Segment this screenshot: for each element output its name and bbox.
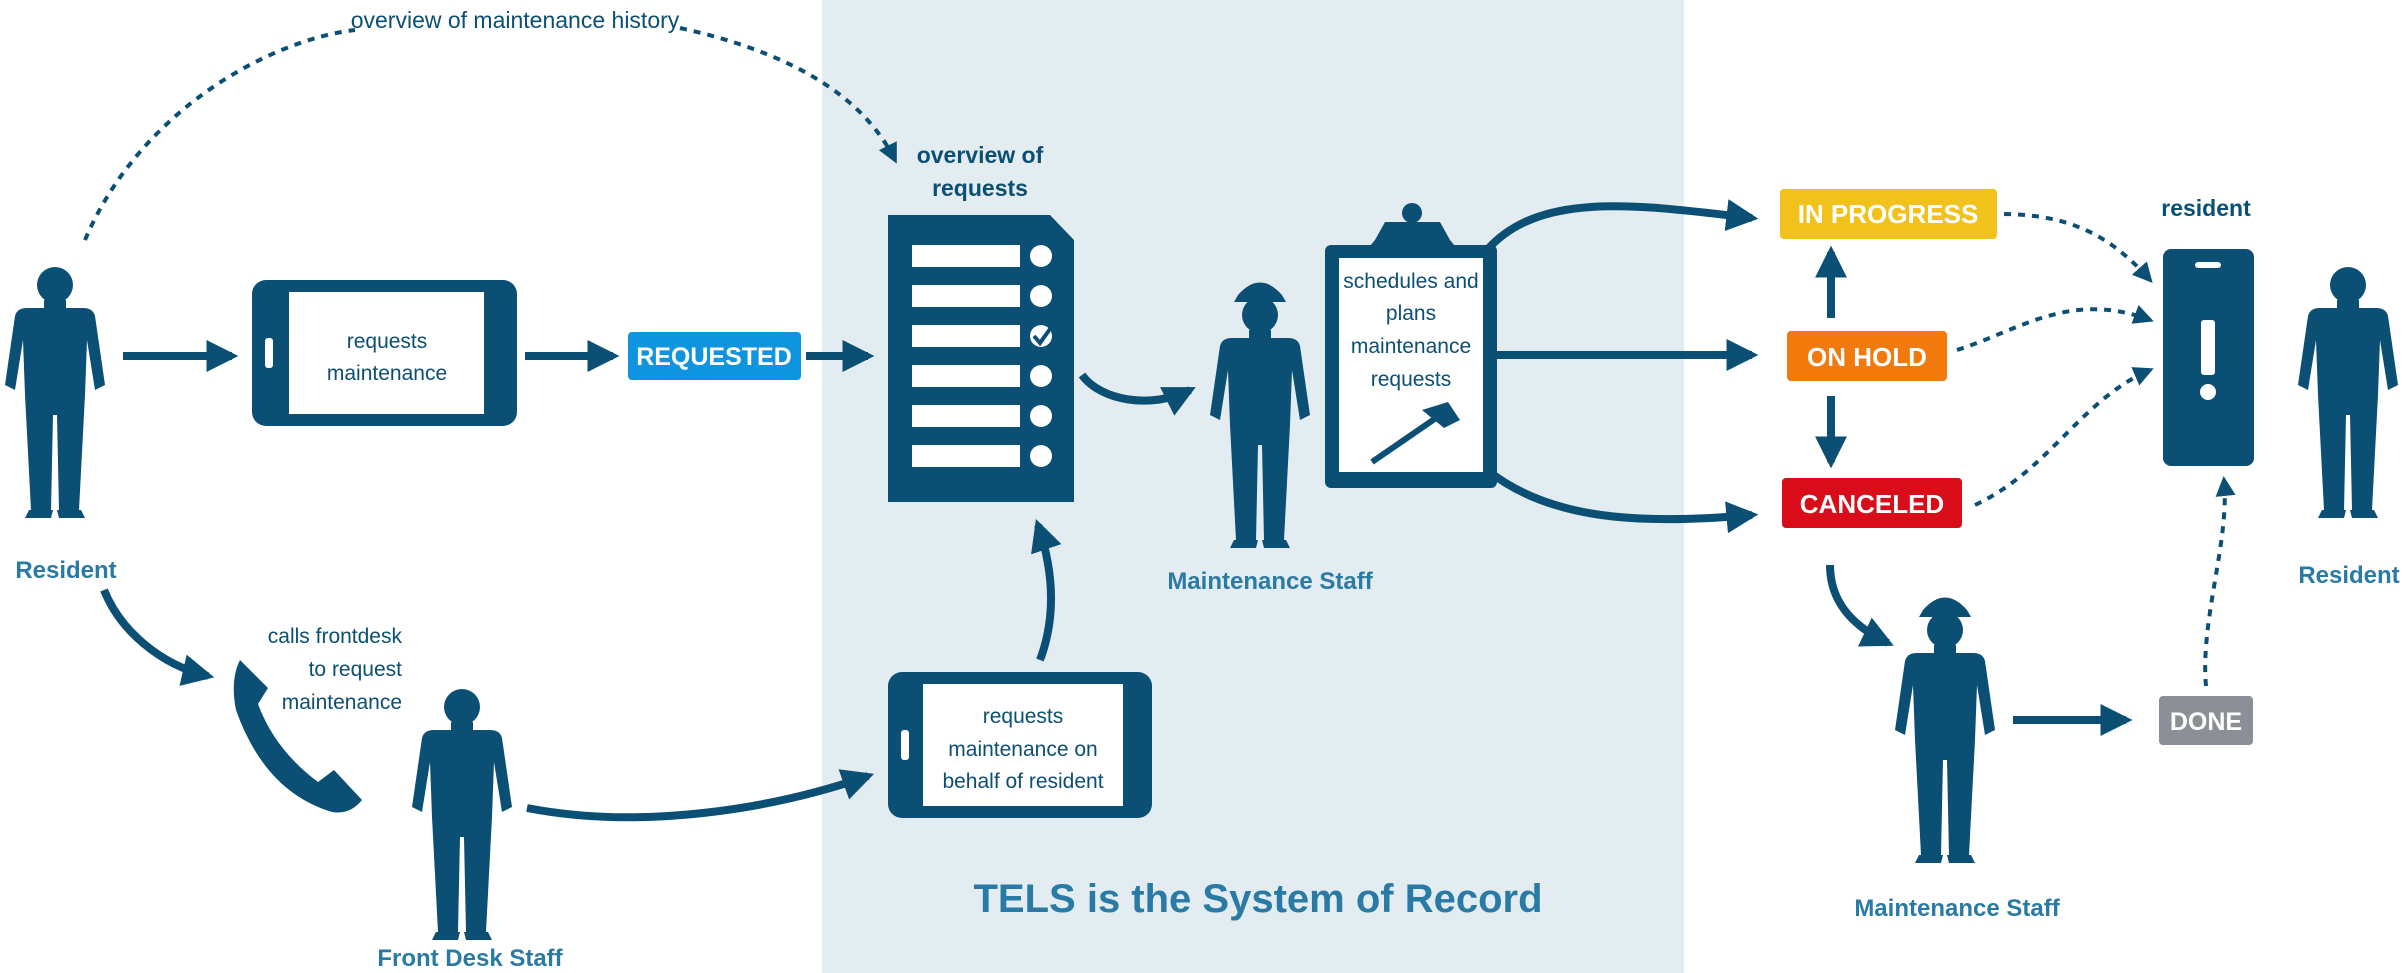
arrow-front-desk-to-device xyxy=(526,769,875,822)
arrow-canceled-to-maintenance xyxy=(1826,564,1894,647)
maintenance-staff-right-label: Maintenance Staff xyxy=(1854,895,2060,922)
status-badge-canceled: CANCELED xyxy=(1782,478,1962,528)
resident-right-label: Resident xyxy=(2298,562,2399,589)
call-text-1: calls frontdesk xyxy=(268,625,403,648)
on-hold-text: ON HOLD xyxy=(1807,342,1927,372)
resident-notification-phone xyxy=(2163,249,2254,466)
front-desk-staff-label: Front Desk Staff xyxy=(377,945,563,972)
status-badge-requested: REQUESTED xyxy=(628,332,801,380)
in-progress-text: IN PROGRESS xyxy=(1798,199,1979,229)
clipboard-text-3: maintenance xyxy=(1351,335,1471,358)
resident-notify-label: resident xyxy=(2161,195,2251,221)
clipboard-icon: schedules and plans maintenance requests xyxy=(1325,203,1497,488)
history-dotted-arrow-end xyxy=(679,26,897,164)
history-label: overview of maintenance history xyxy=(351,7,680,33)
arrow-list-to-maintenance xyxy=(1078,372,1196,416)
behalf-text-2: maintenance on xyxy=(948,738,1097,761)
resident-left-label: Resident xyxy=(15,557,116,584)
behalf-text-1: requests xyxy=(983,705,1064,728)
alert-icon xyxy=(2201,320,2215,375)
status-badge-in-progress: IN PROGRESS xyxy=(1780,189,1997,239)
canceled-text: CANCELED xyxy=(1800,489,1944,519)
resident-left-figure xyxy=(5,267,105,518)
arrow-to-in-progress xyxy=(1484,199,1759,253)
status-badge-done: DONE xyxy=(2159,696,2253,745)
dotted-on-hold-to-resident xyxy=(1956,305,2154,352)
system-of-record-caption: TELS is the System of Record xyxy=(973,877,1542,921)
history-dotted-arrow xyxy=(83,28,356,241)
maintenance-staff-center-figure xyxy=(1210,282,1310,548)
dotted-in-progress-to-resident xyxy=(2003,212,2153,283)
arrow-device-to-list xyxy=(1031,518,1062,662)
clipboard-text-4: requests xyxy=(1371,368,1452,391)
behalf-text-3: behalf of resident xyxy=(942,770,1103,793)
maintenance-staff-right-figure xyxy=(1895,597,1995,863)
clipboard-text-1: schedules and xyxy=(1343,270,1478,293)
requested-text: REQUESTED xyxy=(636,343,792,371)
arrow-resident-to-call xyxy=(100,588,215,686)
clipboard-text-2: plans xyxy=(1386,302,1436,325)
request-list-icon xyxy=(888,215,1074,502)
call-text-3: maintenance xyxy=(282,691,402,714)
dotted-done-to-resident xyxy=(2203,476,2236,687)
mobile-request-text-1: requests xyxy=(347,330,428,353)
hammer-icon xyxy=(1370,402,1460,465)
arrow-to-canceled xyxy=(1484,466,1759,534)
status-badge-on-hold: ON HOLD xyxy=(1787,331,1947,381)
done-text: DONE xyxy=(2170,708,2242,736)
call-text-2: to request xyxy=(309,658,403,681)
telephone-handset-icon xyxy=(233,660,362,813)
behalf-request-device: requests maintenance on behalf of reside… xyxy=(888,672,1152,818)
overview-title-2: requests xyxy=(932,175,1028,201)
overview-title-1: overview of xyxy=(917,142,1044,168)
front-desk-staff-figure xyxy=(412,689,512,940)
mobile-request-text-2: maintenance xyxy=(327,362,447,385)
dotted-canceled-to-resident xyxy=(1974,367,2154,507)
mobile-request-device: requests maintenance xyxy=(252,280,517,426)
resident-right-figure xyxy=(2298,267,2398,518)
maintenance-staff-center-label: Maintenance Staff xyxy=(1167,568,1373,595)
